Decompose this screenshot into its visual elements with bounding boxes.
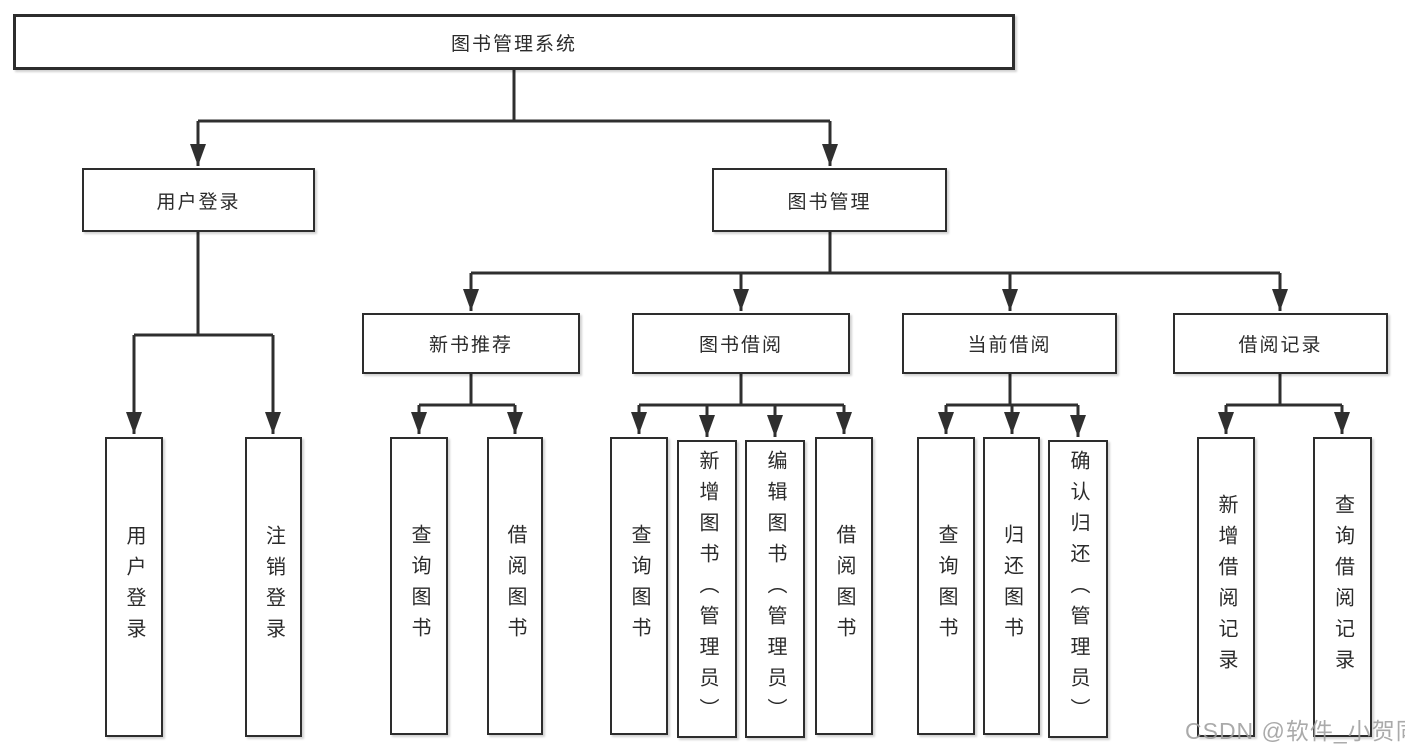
node-current-borrowing: 当前借阅: [902, 313, 1117, 374]
node-leaf-user-login-label: 用户登录: [123, 525, 145, 649]
node-leaf-query-books-current-label: 查询图书: [935, 524, 957, 648]
node-leaf-add-book-admin: 新增图书（管理员）: [677, 440, 737, 738]
node-book-borrowing: 图书借阅: [632, 313, 850, 374]
node-leaf-add-borrow-record: 新增借阅记录: [1197, 437, 1255, 737]
node-leaf-borrow-books: 借阅图书: [815, 437, 873, 735]
node-leaf-add-book-admin-label: 新增图书（管理员）: [696, 449, 718, 729]
node-leaf-add-borrow-record-label: 新增借阅记录: [1215, 494, 1237, 680]
node-leaf-logout: 注销登录: [245, 437, 302, 737]
node-leaf-borrow-books-label: 借阅图书: [833, 524, 855, 648]
node-leaf-return-books: 归还图书: [983, 437, 1040, 735]
node-leaf-confirm-return-admin-label: 确认归还（管理员）: [1067, 449, 1089, 729]
node-book-management: 图书管理: [712, 168, 947, 232]
node-library-management-system: 图书管理系统: [13, 14, 1015, 70]
node-leaf-confirm-return-admin: 确认归还（管理员）: [1048, 440, 1108, 738]
node-leaf-return-books-label: 归还图书: [1000, 524, 1023, 648]
node-leaf-edit-book-admin: 编辑图书（管理员）: [745, 440, 805, 738]
node-leaf-borrow-books-recommend-label: 借阅图书: [504, 524, 526, 648]
node-leaf-query-borrow-record-label: 查询借阅记录: [1331, 494, 1354, 680]
node-new-book-recommendation: 新书推荐: [362, 313, 580, 374]
node-leaf-query-books-borrow: 查询图书: [610, 437, 668, 735]
node-leaf-query-books-borrow-label: 查询图书: [628, 524, 650, 648]
node-leaf-query-books-recommend: 查询图书: [390, 437, 448, 735]
watermark: CSDN @软件_小贺同学: [1185, 718, 1405, 744]
node-leaf-query-books-recommend-label: 查询图书: [408, 524, 430, 648]
node-leaf-query-borrow-record: 查询借阅记录: [1313, 437, 1372, 737]
node-user-login: 用户登录: [82, 168, 315, 232]
node-leaf-edit-book-admin-label: 编辑图书（管理员）: [764, 449, 786, 729]
node-leaf-user-login: 用户登录: [105, 437, 163, 737]
node-borrowing-records: 借阅记录: [1173, 313, 1388, 374]
node-leaf-borrow-books-recommend: 借阅图书: [487, 437, 543, 735]
node-leaf-query-books-current: 查询图书: [917, 437, 975, 735]
node-leaf-logout-label: 注销登录: [262, 525, 285, 649]
